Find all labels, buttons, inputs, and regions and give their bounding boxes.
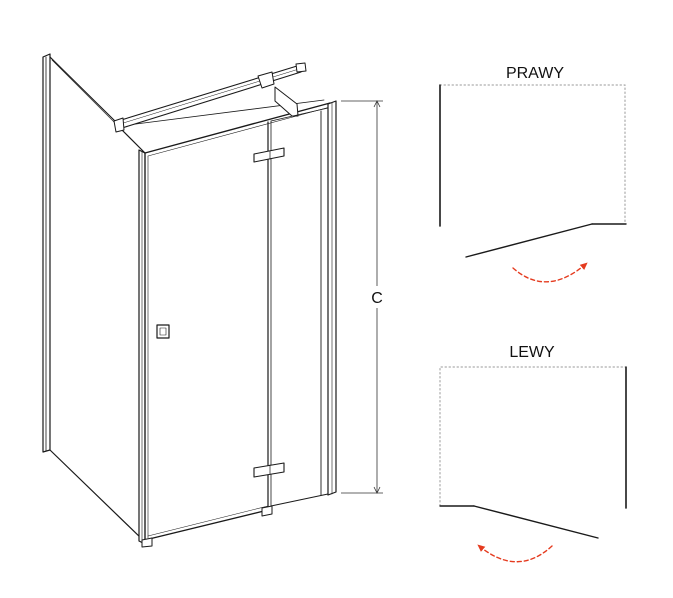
- variant-right-outline: [439, 84, 626, 225]
- door-panel: [141, 120, 273, 548]
- variant-right-label: PRAWY: [506, 65, 564, 82]
- variant-left-door: [473, 505, 599, 539]
- variant-left-outline: [439, 366, 627, 507]
- door-handle-icon: [156, 324, 170, 339]
- dimension-label-c: C: [371, 290, 383, 307]
- variant-left-label: LEWY: [509, 344, 555, 361]
- variant-right-door: [465, 223, 593, 258]
- fixed-front-panel: [270, 107, 329, 507]
- hinge-bottom: [253, 462, 285, 478]
- wall-profile-right: [320, 100, 337, 496]
- variant-left: LEWY: [439, 344, 627, 563]
- side-glass-panel: [49, 56, 144, 541]
- variant-right: PRAWY: [439, 65, 627, 283]
- variant-right-swing-arrow-icon: [512, 262, 588, 283]
- corner-post: [138, 149, 146, 545]
- dimension-label-bg: [364, 286, 390, 308]
- enclosure-3d: [42, 53, 337, 548]
- wall-profile-left: [42, 53, 51, 453]
- hinge-top: [253, 147, 285, 163]
- variant-left-swing-arrow-icon: [477, 544, 553, 563]
- stabilizer-bar: [113, 62, 307, 133]
- top-rail: [119, 99, 331, 157]
